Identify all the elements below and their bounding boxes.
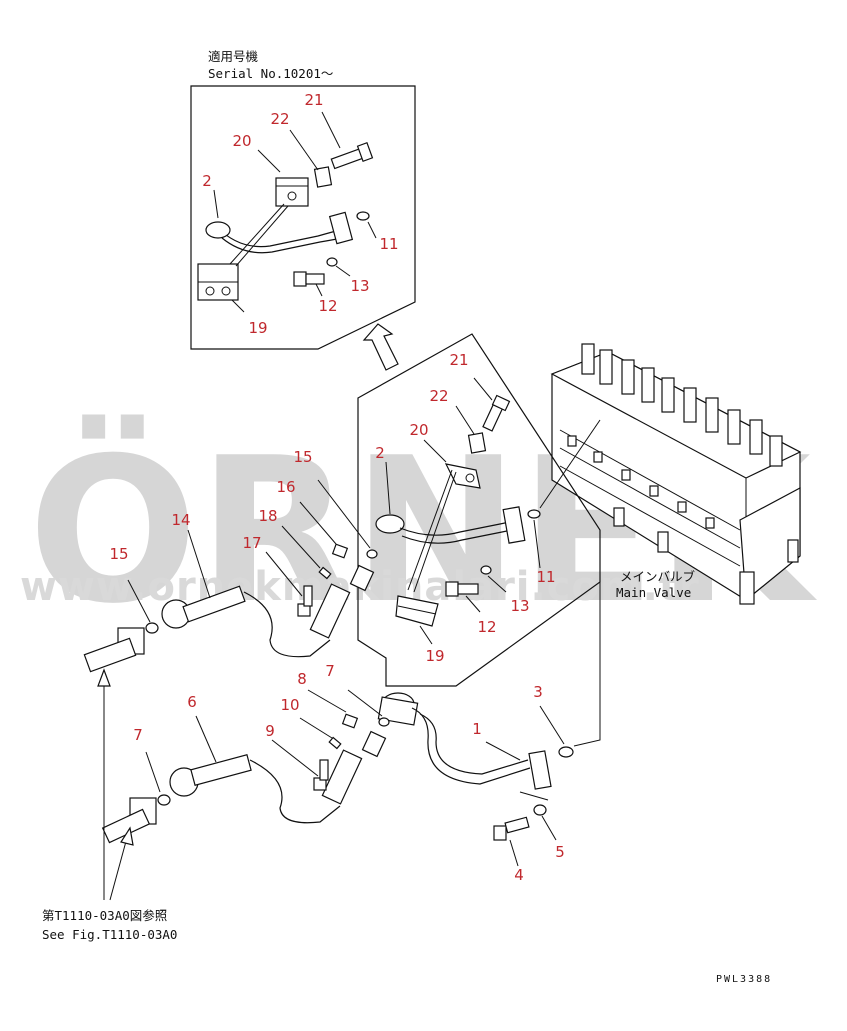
washer-10 <box>328 736 342 750</box>
middle-bolt-21 <box>482 394 511 432</box>
bolt-8 <box>341 713 359 729</box>
bolt-16 <box>331 543 349 559</box>
part-number: 8 <box>297 670 307 688</box>
part-number: 7 <box>325 662 335 680</box>
part-number: 19 <box>425 647 444 665</box>
washer-18 <box>318 566 332 580</box>
middle-plate <box>467 432 487 454</box>
part-number: 21 <box>304 91 323 109</box>
bolt-4 <box>493 816 530 841</box>
inset-clamp <box>275 177 309 207</box>
part-number: 20 <box>409 421 428 439</box>
middle-pipe <box>375 506 526 544</box>
part-number: 22 <box>270 110 289 128</box>
part-number: 2 <box>375 444 385 462</box>
part-number: 20 <box>232 132 251 150</box>
flange-pipe-lower <box>101 797 157 844</box>
part-number: 12 <box>318 297 337 315</box>
part-number: 22 <box>429 387 448 405</box>
part-number: 13 <box>510 597 529 615</box>
hose-14 <box>161 564 375 658</box>
part-number: 6 <box>187 693 197 711</box>
part-number: 11 <box>536 568 555 586</box>
middle-oring <box>527 509 541 519</box>
part-number: 5 <box>555 843 565 861</box>
part-number: 17 <box>242 534 261 552</box>
part-number: 11 <box>379 235 398 253</box>
main-valve-label-en: Main Valve <box>616 585 691 600</box>
pipe-1 <box>377 692 552 790</box>
part-number: 15 <box>109 545 128 563</box>
middle-leaders <box>127 377 601 645</box>
part-number: 21 <box>449 351 468 369</box>
oring-15-left <box>145 622 159 634</box>
oring-7-left <box>157 794 171 806</box>
inset-bolt-12 <box>293 271 325 287</box>
part-number: 12 <box>477 618 496 636</box>
oring-7-right <box>378 717 390 727</box>
applicable-model-label: 適用号機 <box>208 49 259 64</box>
part-number: 4 <box>514 866 524 884</box>
inset-frame <box>190 85 416 350</box>
part-number: 14 <box>171 511 190 529</box>
lower-leaders <box>145 540 601 867</box>
middle-group-frame <box>357 333 601 687</box>
inset-arrow <box>362 323 399 371</box>
inset-bolt-21 <box>330 142 374 170</box>
inset-clamp-block <box>197 263 239 301</box>
reference-label-en: See Fig.T1110-03A0 <box>42 927 177 942</box>
reference-arrows <box>97 668 134 901</box>
oring-15-mid <box>366 549 378 559</box>
drawing-code: PWL3388 <box>716 974 772 985</box>
inset-leaders <box>213 111 377 313</box>
washer-5 <box>533 804 547 816</box>
bolt-17 <box>297 585 313 617</box>
inset-pipe <box>205 211 354 254</box>
main-valve <box>550 343 802 605</box>
oring-3 <box>558 746 574 758</box>
part-number: 3 <box>533 683 543 701</box>
part-number: 2 <box>202 172 212 190</box>
inset-oring <box>356 211 370 221</box>
inset-plate <box>313 166 333 188</box>
middle-washer <box>480 565 492 575</box>
part-number: 10 <box>280 696 299 714</box>
serial-number-label: Serial No.10201～ <box>208 66 333 81</box>
reference-label-jp: 第T1110-03A0図参照 <box>42 908 167 923</box>
flange-pipe-upper <box>83 627 145 673</box>
bolt-9 <box>313 759 329 791</box>
main-valve-label-jp: メインバルブ <box>620 569 696 584</box>
hose-6 <box>169 730 387 824</box>
part-number: 18 <box>258 507 277 525</box>
part-number: 19 <box>248 319 267 337</box>
inset-washer <box>326 257 338 267</box>
middle-bolt-12 <box>445 581 479 597</box>
middle-clamp <box>444 463 481 489</box>
part-number: 15 <box>293 448 312 466</box>
part-number: 1 <box>472 720 482 738</box>
middle-block <box>395 595 439 627</box>
part-number: 13 <box>350 277 369 295</box>
part-number: 16 <box>276 478 295 496</box>
part-number: 7 <box>133 726 143 744</box>
part-number: 9 <box>265 722 275 740</box>
